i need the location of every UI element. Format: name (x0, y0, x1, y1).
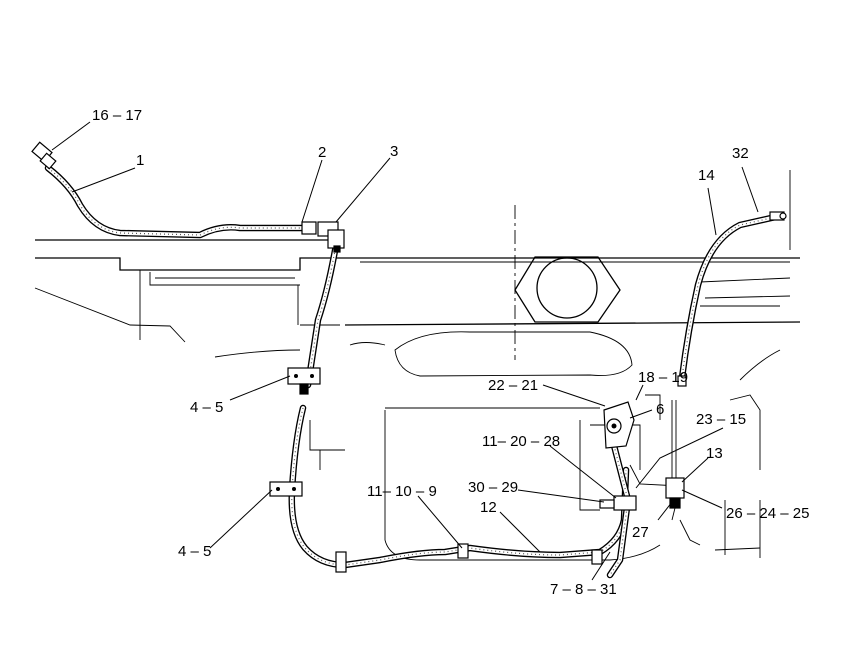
clamp-11-20-28 (599, 495, 637, 511)
callout-6: 6 (656, 401, 664, 418)
callout-26-24-25: 26 – 24 – 25 (726, 505, 809, 522)
clamp-4-5-lower (269, 481, 303, 497)
fittings (31, 141, 787, 573)
fitting-32 (769, 211, 787, 221)
callout-13: 13 (706, 445, 723, 462)
callout-16-17: 16 – 17 (92, 107, 142, 124)
callout-12: 12 (480, 499, 497, 516)
callout-11-10-9: 11– 10 – 9 (367, 483, 437, 500)
round-port (536, 257, 598, 319)
clip-bottom-1 (335, 551, 347, 573)
callout-30-29: 30 – 29 (468, 479, 518, 496)
callout-22-21: 22 – 21 (488, 377, 538, 394)
valve-6 (603, 401, 635, 449)
fitting-16-17 (31, 141, 57, 170)
fitting-2 (301, 221, 317, 235)
callout-11-20-28: 11– 20 – 28 (482, 433, 560, 450)
callout-4-5-lower: 4 – 5 (178, 543, 211, 560)
callout-18-19: 18 – 19 (638, 369, 688, 386)
callout-1: 1 (136, 152, 144, 169)
callout-2: 2 (318, 144, 326, 161)
callout-3: 3 (390, 143, 398, 160)
background-structure (34, 170, 801, 561)
fitting-18-19 (677, 375, 687, 387)
callout-labels: 16 – 17 1 2 3 32 14 18 – 19 22 – 21 6 23… (92, 107, 809, 598)
tank-top (394, 331, 633, 377)
leader-lines (51, 121, 759, 581)
callout-14: 14 (698, 167, 715, 184)
clip-bottom-2 (457, 543, 469, 559)
callout-27: 27 (632, 524, 649, 541)
callout-7-8-31: 7 – 8 – 31 (550, 581, 617, 598)
fitting-13 (665, 477, 685, 521)
fitting-3 (317, 221, 345, 253)
callout-4-5-upper: 4 – 5 (190, 399, 223, 416)
line-lower-left (288, 404, 630, 569)
hex-boss (514, 256, 621, 323)
clip-bottom-3 (591, 549, 603, 565)
callout-32: 32 (732, 145, 749, 162)
callout-23-15: 23 – 15 (696, 411, 746, 428)
line-1 (44, 164, 309, 239)
clamp-4-5-upper (287, 367, 321, 395)
